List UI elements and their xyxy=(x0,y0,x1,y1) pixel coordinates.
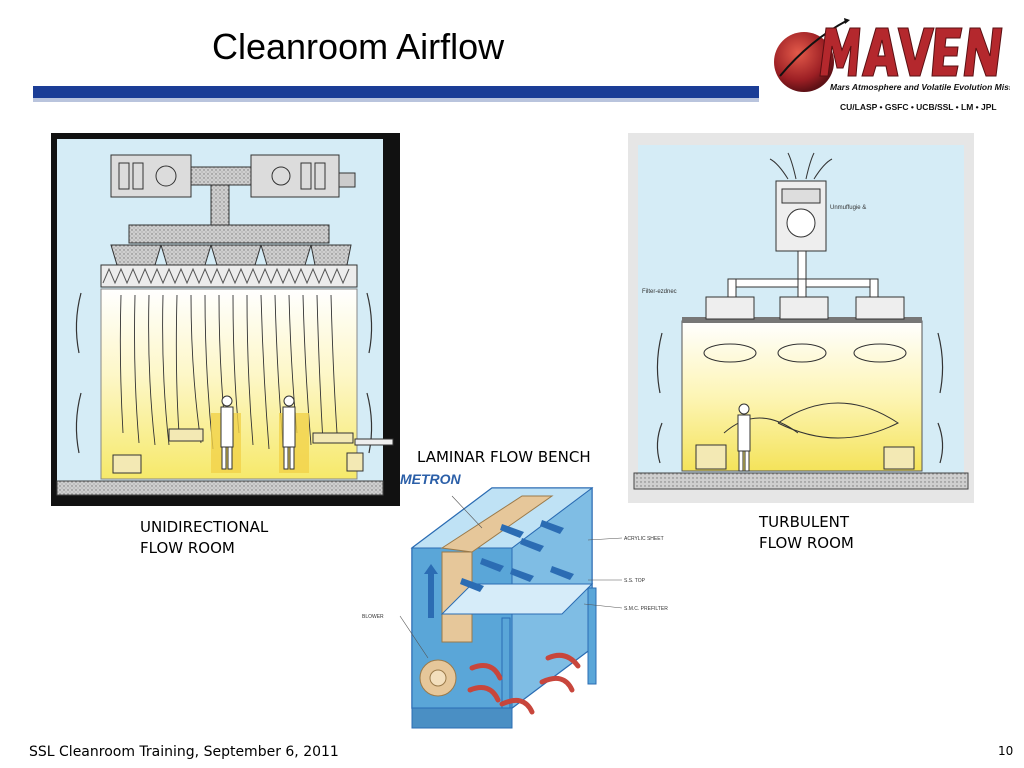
unidirectional-label: UNIDIRECTIONAL FLOW ROOM xyxy=(140,517,268,559)
turbulent-label-line2: FLOW ROOM xyxy=(759,534,854,552)
logo-subtitle: Mars Atmosphere and Volatile Evolution M… xyxy=(830,82,1010,92)
metron-brand-label: METRON xyxy=(400,471,462,487)
slide-title: Cleanroom Airflow xyxy=(212,26,505,67)
turbulent-label: TURBULENT FLOW ROOM xyxy=(759,512,854,554)
laminar-flow-bench-label: LAMINAR FLOW BENCH xyxy=(417,448,591,466)
turbulent-flow-room-diagram: Unmuffugie & Filter-ezdnec xyxy=(628,133,974,503)
turbulent-label-line1: TURBULENT xyxy=(759,513,850,531)
slide-footer: SSL Cleanroom Training, September 6, 201… xyxy=(29,744,339,760)
blower-callout: BLOWER xyxy=(362,614,384,620)
turbulent-filter-callout: Filter-ezdnec xyxy=(642,289,677,295)
logo-partners: CU/LASP • GSFC • UCB/SSL • LM • JPL xyxy=(840,102,997,112)
acrylic-sheet-callout: ACRYLIC SHEET xyxy=(624,536,664,542)
prefilter-callout: S.M.C. PREFILTER xyxy=(624,606,668,612)
turbulent-unit-callout: Unmuffugie & xyxy=(830,205,866,211)
unidirectional-label-line2: FLOW ROOM xyxy=(140,539,235,557)
title-underline-bar xyxy=(33,86,759,102)
page-number: 10 xyxy=(998,744,1014,758)
unidirectional-flow-room-diagram xyxy=(51,133,400,506)
ss-top-callout: S.S. TOP xyxy=(624,578,646,584)
unidirectional-label-line1: UNIDIRECTIONAL xyxy=(140,518,269,536)
laminar-flow-bench-diagram: METRON ACRYLIC SHEET S.S. TOP S.M.C. PRE… xyxy=(362,471,668,729)
maven-logo: Mars Atmosphere and Volatile Evolution M… xyxy=(774,18,1010,112)
